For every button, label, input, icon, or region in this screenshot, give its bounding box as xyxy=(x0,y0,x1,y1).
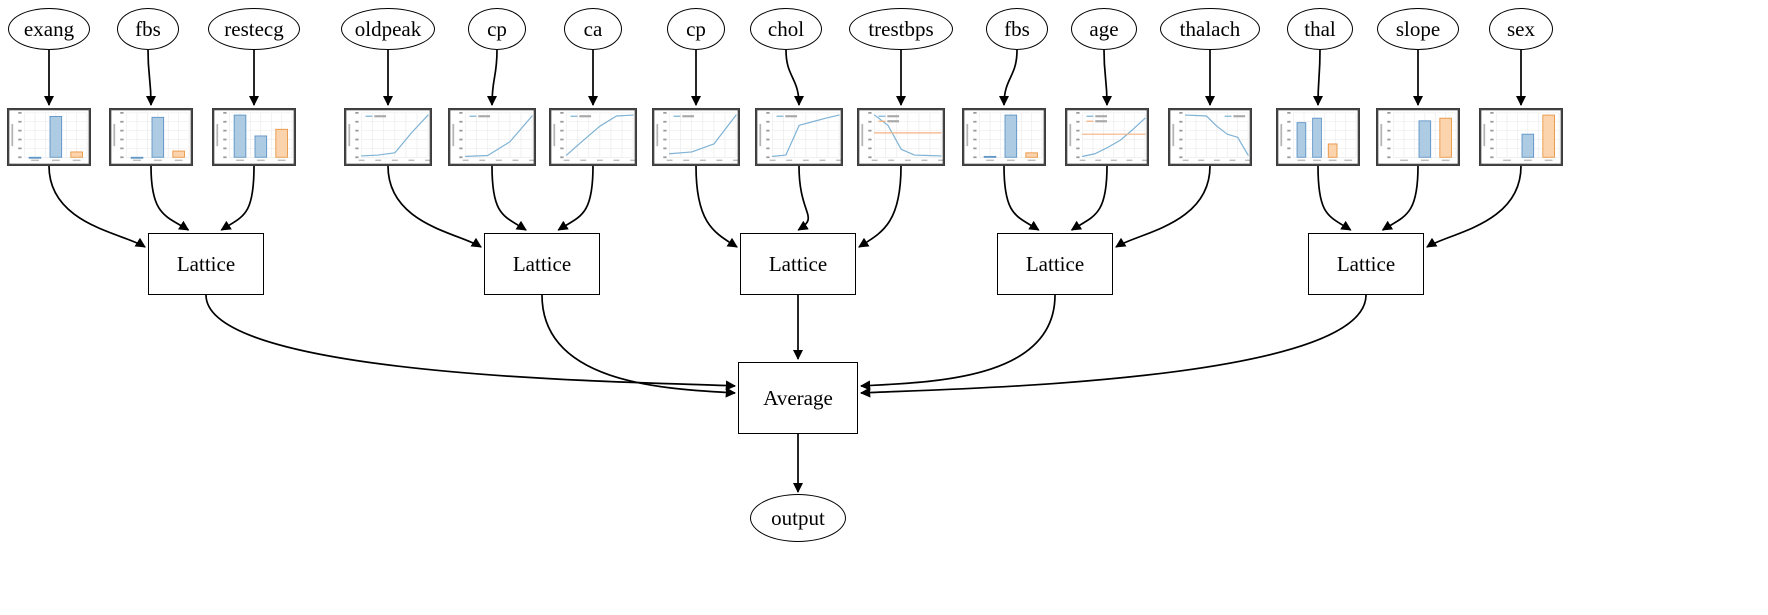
calibrator-plot-fbs1 xyxy=(109,108,193,166)
feature-node-ca[interactable]: ca xyxy=(564,8,622,50)
feature-node-sex[interactable]: sex xyxy=(1489,8,1553,50)
edge xyxy=(859,294,1367,398)
feature-label: trestbps xyxy=(868,16,934,41)
edge xyxy=(1381,165,1419,231)
feature-node-slope[interactable]: slope xyxy=(1377,8,1459,50)
feature-node-cp2[interactable]: cp xyxy=(667,8,725,50)
feature-label: fbs xyxy=(1004,16,1030,41)
lattice-node-0[interactable]: Lattice xyxy=(148,233,264,295)
calibrator-plot-cp2 xyxy=(652,108,740,166)
feature-label: thal xyxy=(1304,16,1336,41)
edge xyxy=(785,49,805,107)
edge xyxy=(387,165,482,248)
feature-node-cp1[interactable]: cp xyxy=(468,8,526,50)
feature-node-restecg[interactable]: restecg xyxy=(208,8,300,50)
feature-label: exang xyxy=(23,16,75,41)
edge xyxy=(797,165,810,231)
feature-node-age[interactable]: age xyxy=(1071,8,1137,50)
feature-label: oldpeak xyxy=(354,16,422,41)
edge xyxy=(557,165,594,231)
lattice-node-4[interactable]: Lattice xyxy=(1308,233,1424,295)
calibrator-plot-age xyxy=(1065,108,1149,166)
lattice-node-2[interactable]: Lattice xyxy=(740,233,856,295)
lattice-node-1[interactable]: Lattice xyxy=(484,233,600,295)
edge xyxy=(695,165,738,248)
edge xyxy=(205,294,737,391)
edge xyxy=(150,165,190,231)
edge xyxy=(1101,49,1113,107)
calibrator-plot-sex xyxy=(1479,108,1563,166)
feature-node-thal[interactable]: thal xyxy=(1287,8,1353,50)
lattice-label: Lattice xyxy=(1025,251,1085,276)
calibrator-plot-oldpeak xyxy=(344,108,432,166)
lattice-label: Lattice xyxy=(512,251,572,276)
feature-label: slope xyxy=(1395,16,1441,41)
edge xyxy=(1070,165,1108,231)
edge xyxy=(486,49,498,107)
feature-node-fbs1[interactable]: fbs xyxy=(117,8,179,50)
feature-node-thalach[interactable]: thalach xyxy=(1160,8,1260,50)
edge xyxy=(48,165,146,248)
output-node[interactable]: output xyxy=(750,494,846,542)
feature-node-exang[interactable]: exang xyxy=(8,8,90,50)
calibrator-plot-trestbps xyxy=(857,108,945,166)
output-label: output xyxy=(771,505,825,530)
edge xyxy=(859,294,1056,391)
edge xyxy=(1115,165,1211,248)
feature-label: ca xyxy=(583,16,603,41)
edge xyxy=(998,49,1018,107)
lattice-label: Lattice xyxy=(768,251,828,276)
lattice-label: Lattice xyxy=(1336,251,1396,276)
edge xyxy=(541,294,737,398)
calibrator-plot-exang xyxy=(7,108,91,166)
calibrator-plot-thalach xyxy=(1168,108,1252,166)
feature-node-chol[interactable]: chol xyxy=(750,8,822,50)
edge xyxy=(1312,49,1324,107)
feature-node-trestbps[interactable]: trestbps xyxy=(849,8,953,50)
edge xyxy=(1003,165,1040,231)
feature-label: sex xyxy=(1507,16,1535,41)
feature-label: chol xyxy=(767,16,805,41)
lattice-label: Lattice xyxy=(176,251,236,276)
calibrator-plot-fbs2 xyxy=(962,108,1046,166)
feature-label: restecg xyxy=(224,16,284,41)
feature-label: cp xyxy=(686,16,706,41)
calibrator-plot-slope xyxy=(1376,108,1460,166)
edge xyxy=(858,165,902,248)
calibrator-plot-cp1 xyxy=(448,108,536,166)
average-label: Average xyxy=(763,385,833,410)
edge xyxy=(145,49,157,107)
feature-label: age xyxy=(1089,16,1119,41)
feature-node-fbs2[interactable]: fbs xyxy=(986,8,1048,50)
feature-label: fbs xyxy=(135,16,161,41)
calibrator-plot-ca xyxy=(549,108,637,166)
calibrator-plot-restecg xyxy=(212,108,296,166)
feature-label: thalach xyxy=(1179,16,1241,41)
edge xyxy=(491,165,527,231)
feature-node-oldpeak[interactable]: oldpeak xyxy=(341,8,435,50)
edge xyxy=(220,165,255,231)
calibrator-plot-thal xyxy=(1276,108,1360,166)
calibrator-plot-chol xyxy=(755,108,843,166)
lattice-node-3[interactable]: Lattice xyxy=(997,233,1113,295)
edge xyxy=(1426,165,1522,248)
average-node[interactable]: Average xyxy=(738,362,858,434)
feature-label: cp xyxy=(487,16,507,41)
edge xyxy=(1317,165,1352,231)
